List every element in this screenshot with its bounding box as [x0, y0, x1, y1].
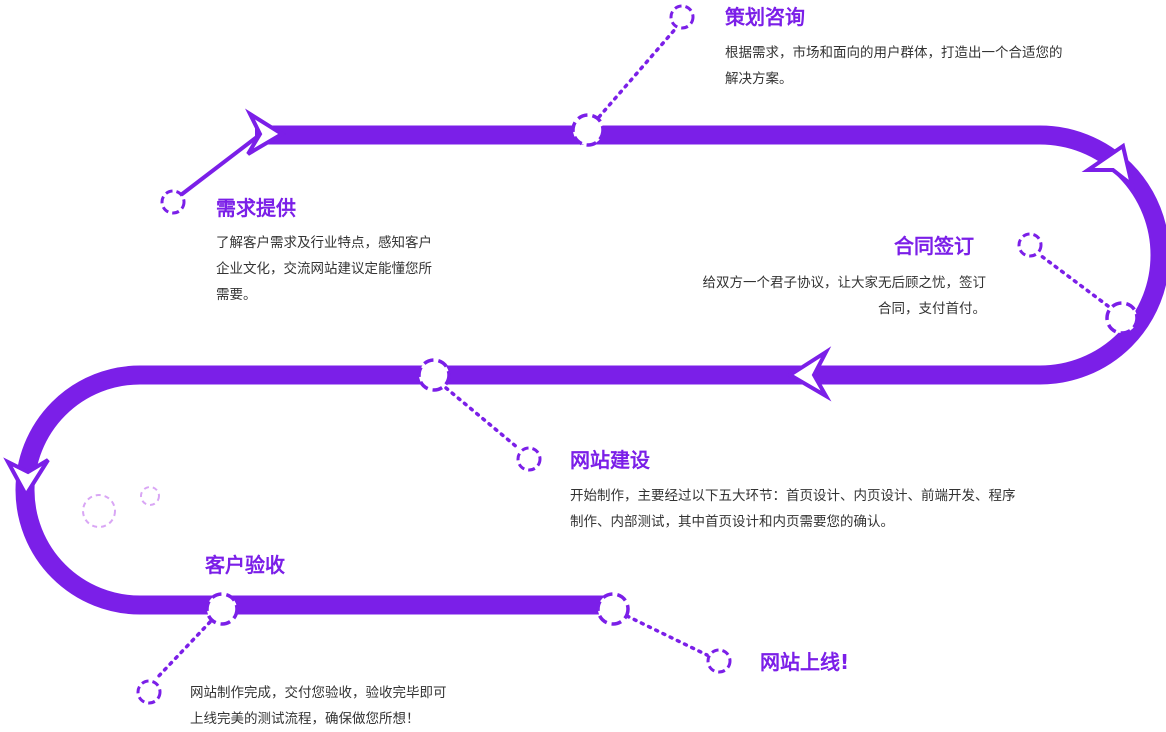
- step-contract-title: 合同签订: [894, 234, 974, 258]
- endpoint-requirement: [160, 189, 186, 215]
- desc-line: 开始制作，主要经过以下五大环节：首页设计、内页设计、前端开发、程序: [570, 488, 1016, 504]
- connector-build: [444, 386, 520, 450]
- road-node-planning: [571, 113, 605, 147]
- start-arrow-line: [171, 131, 264, 203]
- connector-accept: [153, 620, 212, 682]
- road-node-build: [417, 358, 451, 392]
- endpoint-contract: [1017, 232, 1043, 258]
- decor-circle-small: [140, 486, 160, 506]
- flow-road: [15, 125, 1166, 615]
- desc-line: 上线完美的测试流程，确保做您所想！: [190, 711, 420, 727]
- start-arrowhead-icon: [245, 108, 286, 156]
- step-build-title: 网站建设: [570, 448, 650, 472]
- desc-line: 解决方案。: [725, 71, 793, 87]
- endpoint-planning: [669, 4, 695, 30]
- endpoint-build: [516, 446, 542, 472]
- step-build-desc: 开始制作，主要经过以下五大环节：首页设计、内页设计、前端开发、程序 制作、内部测…: [570, 483, 1016, 535]
- connector-planning: [597, 25, 679, 119]
- desc-line: 企业文化，交流网站建议定能懂您所: [216, 261, 432, 277]
- step-planning-title: 策划咨询: [725, 5, 805, 29]
- arrowhead-left-icon: [786, 346, 832, 402]
- desc-line: 制作、内部测试，其中首页设计和内页需要您的确认。: [570, 514, 894, 530]
- desc-line: 给双方一个君子协议，让大家无后顾之忧，签订: [702, 275, 987, 291]
- desc-line: 需要。: [216, 287, 257, 303]
- desc-line: 根据需求，市场和面向的用户群体，打造出一个合适您的: [725, 45, 1063, 61]
- step-launch-title: 网站上线!: [760, 650, 850, 674]
- desc-line: 了解客户需求及行业特点，感知客户: [216, 235, 432, 251]
- arrowhead-down-curve-icon: [3, 457, 50, 499]
- step-planning-desc: 根据需求，市场和面向的用户群体，打造出一个合适您的 解决方案。: [725, 40, 1063, 92]
- arrowhead-right-curve-icon: [1081, 142, 1136, 191]
- step-requirement-title: 需求提供: [216, 196, 296, 220]
- road-node-contract: [1105, 301, 1139, 335]
- desc-line: 合同，支付首付。: [878, 301, 986, 317]
- connector-contract: [1038, 253, 1110, 308]
- connector-launch: [625, 614, 709, 657]
- desc-line: 网站制作完成，交付您验收，验收完毕即可: [190, 685, 447, 701]
- step-contract-desc: 给双方一个君子协议，让大家无后顾之忧，签订 合同，支付首付。: [640, 270, 987, 322]
- endpoint-accept: [136, 679, 162, 705]
- road-node-accept: [205, 592, 239, 626]
- step-accept-title: 客户验收: [205, 553, 285, 577]
- step-requirement-desc: 了解客户需求及行业特点，感知客户 企业文化，交流网站建议定能懂您所 需要。: [216, 230, 432, 308]
- road-node-launch: [596, 592, 630, 626]
- endpoint-launch: [706, 648, 732, 674]
- step-accept-desc: 网站制作完成，交付您验收，验收完毕即可 上线完美的测试流程，确保做您所想！: [190, 680, 447, 732]
- decor-circle-large: [82, 494, 116, 528]
